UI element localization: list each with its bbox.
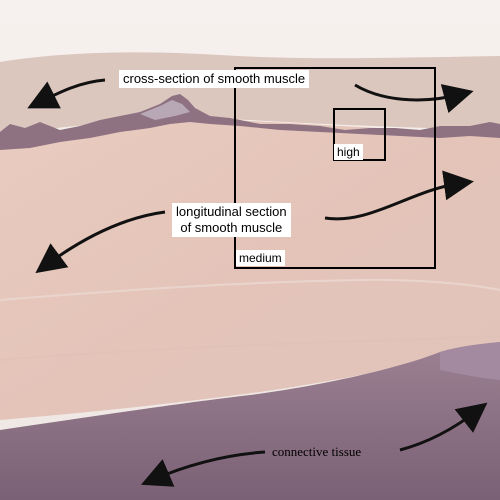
- tissue-fiber-line: [0, 278, 500, 301]
- tissue-fiber-line: [0, 335, 500, 361]
- tissue-boundary-ridge: [0, 94, 500, 150]
- cross-section-label: cross-section of smooth muscle: [119, 70, 310, 88]
- ridge-fold: [140, 100, 190, 120]
- high-zoom-label: high: [334, 144, 363, 160]
- medium-zoom-box: [234, 67, 436, 269]
- connective-tissue-label: connective tissue: [272, 444, 362, 459]
- high-zoom-box: [333, 108, 386, 161]
- connective-highlight: [440, 342, 500, 380]
- longitudinal-label: longitudinal section of smooth muscle: [172, 203, 291, 237]
- medium-zoom-label: medium: [236, 250, 285, 266]
- connective-tissue-region: [0, 342, 500, 500]
